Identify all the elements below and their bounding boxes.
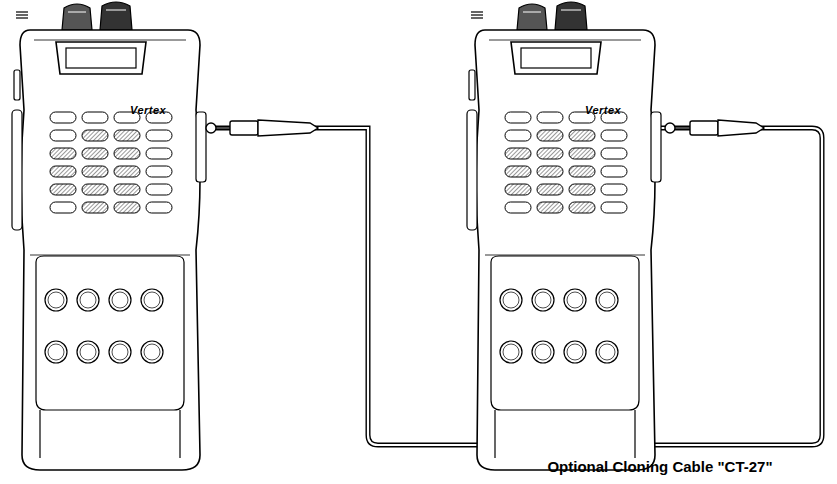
plug-right xyxy=(665,120,764,136)
brand-logo: Vertex xyxy=(585,104,621,116)
brand-logo: Vertex xyxy=(130,104,166,116)
cable-caption: Optional Cloning Cable "CT-27" xyxy=(547,458,772,475)
plug-left xyxy=(206,120,318,136)
radio-unit: Vertex xyxy=(473,30,659,470)
radio-unit: Vertex xyxy=(18,30,204,470)
